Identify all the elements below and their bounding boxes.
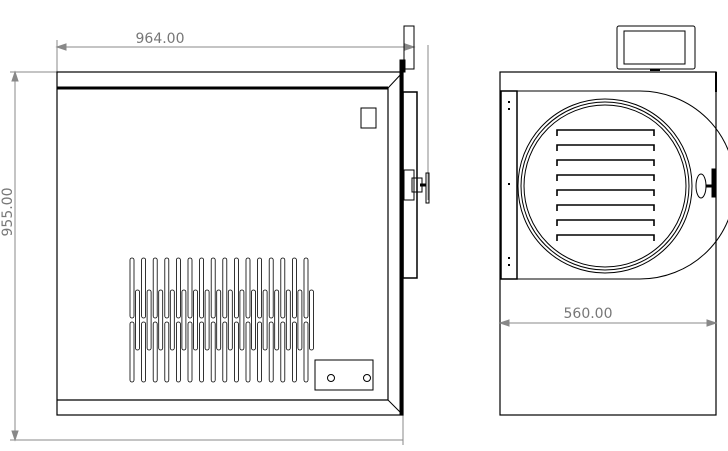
vent-slot [175, 257, 181, 319]
vent-slot [129, 257, 135, 319]
door-outline [517, 90, 728, 280]
vent-slot [199, 257, 205, 319]
vent-slots [129, 257, 314, 383]
vent-slot [193, 289, 198, 351]
vent-slot [204, 289, 210, 351]
shelf [556, 174, 655, 181]
vent-slot [309, 289, 314, 351]
vent-slot [141, 321, 147, 383]
vent-slot [291, 321, 297, 383]
side-display-bracket [399, 25, 415, 73]
shelf [556, 219, 655, 226]
vent-slot [303, 321, 309, 383]
vent-slot [181, 289, 187, 351]
dimension-label-width-side: 964.00 [136, 31, 185, 47]
vent-slot [274, 289, 280, 351]
shelf [556, 189, 655, 196]
vent-slot [152, 257, 158, 319]
vent-slot [268, 257, 274, 319]
vent-slot [152, 321, 158, 383]
shelf [556, 234, 655, 241]
vent-slot [169, 289, 175, 351]
vent-slot [280, 257, 286, 319]
vent-slot [233, 321, 239, 383]
vent-slot [199, 321, 205, 383]
hinge-strip [500, 90, 518, 280]
vent-slot [285, 289, 291, 351]
side-door [402, 91, 430, 279]
vent-slot [216, 289, 222, 351]
vent-slot [158, 289, 164, 351]
dimension-label-width-front: 560.00 [564, 306, 613, 322]
vent-slot [141, 257, 147, 319]
vent-slot [187, 257, 193, 319]
vent-slot [222, 321, 228, 383]
dimension-width-front [498, 319, 718, 327]
touch-display [616, 25, 696, 71]
vent-slot [280, 321, 286, 383]
shelf [556, 204, 655, 211]
dimension-label-height: 955.00 [0, 188, 16, 237]
shelves [556, 129, 655, 241]
vent-slot [245, 257, 251, 319]
dimension-height [10, 70, 404, 445]
vent-slot [187, 321, 193, 383]
door-window-ring [520, 101, 690, 271]
vent-slot [222, 257, 228, 319]
vent-slot [175, 321, 181, 383]
side-view [56, 25, 430, 416]
connector-panel [314, 359, 374, 391]
vent-slot [268, 321, 274, 383]
door-window-outer [517, 98, 693, 274]
shelf [556, 129, 655, 136]
vent-slot [257, 321, 263, 383]
vent-slot [239, 289, 245, 351]
vent-slot [297, 289, 303, 351]
vent-slot [303, 257, 309, 319]
vent-slot [257, 257, 263, 319]
vent-slot [291, 257, 297, 319]
vent-slot [227, 289, 233, 351]
vent-slot [135, 289, 140, 351]
vent-slot [146, 289, 152, 351]
side-label-plate [360, 107, 377, 129]
front-view [498, 25, 728, 416]
vent-slot [262, 289, 268, 351]
door-handle [695, 168, 717, 199]
vent-slot [210, 321, 216, 383]
vent-slot [129, 321, 135, 383]
shelf [556, 159, 655, 166]
door-window [523, 104, 687, 268]
shelf [556, 144, 655, 151]
vent-slot [251, 289, 256, 351]
vent-slot [210, 257, 216, 319]
vent-slot [164, 257, 170, 319]
dimension-width-side [55, 40, 429, 200]
vent-slot [245, 321, 251, 383]
vent-slot [233, 257, 239, 319]
connector-icon [327, 374, 335, 382]
connector-icon [363, 374, 371, 382]
vent-slot [164, 321, 170, 383]
